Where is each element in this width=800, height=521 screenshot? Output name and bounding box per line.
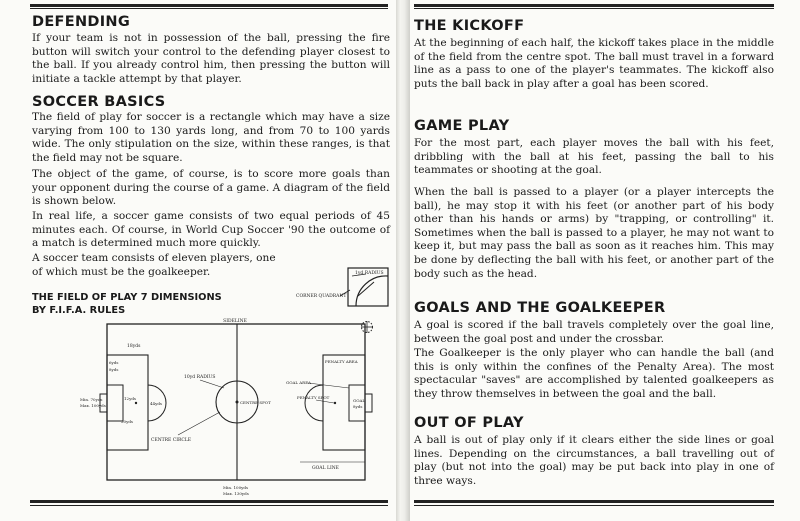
defending-body: If your team is not in possession of the… — [32, 32, 390, 85]
top-rule-right — [414, 4, 774, 7]
label-18yds: 18yds — [127, 343, 141, 349]
heading-game-play: GAME PLAY — [414, 118, 510, 134]
bottom-rule-right — [414, 500, 774, 503]
basics-p3: In real life, a soccer game consists of … — [32, 210, 390, 250]
top-rule — [30, 4, 388, 7]
outofplay-body: A ball is out of play only if it clears … — [414, 434, 774, 487]
left-goal — [99, 393, 108, 413]
label-corner-quadrant: CORNER QUADRANT — [296, 293, 346, 299]
heading-defending: DEFENDING — [32, 14, 131, 30]
field-diagram: 1yd RADIUS CORNER QUADRANT SIDELINE CENT… — [80, 267, 389, 496]
heading-goals-goalkeeper: GOALS AND THE GOALKEEPER — [414, 300, 666, 316]
top-rule-right-thin — [414, 8, 774, 9]
heading-out-of-play: OUT OF PLAY — [414, 415, 524, 431]
heading-kickoff: THE KICKOFF — [414, 18, 525, 34]
kickoff-body: At the beginning of each half, the kicko… — [414, 37, 774, 90]
right-goal — [364, 393, 373, 413]
label-sideline: SIDELINE — [223, 318, 247, 324]
label-6yds: 6yds — [109, 360, 118, 365]
label-8yds-left: 8yds — [109, 367, 118, 372]
label-centre-spot: CENTRE SPOT — [240, 400, 271, 405]
right-goal-area — [348, 384, 366, 422]
basics-p2: The object of the game, of course, is to… — [32, 168, 390, 208]
gameplay-p1: For the most part, each player moves the… — [414, 137, 774, 177]
figure-title-line2: BY F.I.F.A. RULES — [32, 305, 126, 316]
bottom-rule — [30, 500, 388, 503]
figure-title: THE FIELD OF PLAY 7 DIMENSIONS BY F.I.F.… — [32, 291, 222, 317]
gameplay-p2: When the ball is passed to a player (or … — [414, 186, 774, 280]
bottom-rule-thin — [30, 505, 388, 506]
label-penalty-spot: PENALTY SPOT — [297, 395, 330, 400]
left-goal-area — [106, 384, 124, 422]
label-44yds: 44yds — [150, 401, 162, 406]
basics-p1: The field of play for soccer is a rectan… — [32, 111, 390, 164]
label-10yd-radius: 10yd RADIUS — [184, 374, 215, 380]
label-min-width: Min. 70yds — [80, 397, 102, 402]
goals-p1: A goal is scored if the ball travels com… — [414, 319, 774, 345]
label-20yds: 20yds — [121, 419, 133, 424]
corner-quadrant-inset: 1yd RADIUS CORNER QUADRANT — [296, 267, 389, 307]
goals-p2: The Goalkeeper is the only player who ca… — [414, 347, 774, 400]
bottom-rule-right-thin — [414, 505, 774, 506]
label-penalty-area: PENALTY AREA — [325, 359, 358, 364]
label-12yds: 12yds — [124, 396, 136, 401]
label-goal-area: GOAL AREA — [286, 380, 311, 385]
basics-p4: A soccer team consists of eleven players… — [32, 252, 276, 278]
right-page: THE KICKOFF At the beginning of each hal… — [410, 0, 800, 521]
label-goal: GOAL — [353, 398, 365, 403]
label-max-length: Max. 130yds — [223, 491, 249, 496]
label-min-length: Min. 100yds — [223, 485, 248, 490]
heading-soccer-basics: SOCCER BASICS — [32, 94, 166, 110]
label-max-width: Max. 100yds — [80, 403, 106, 408]
top-rule-thin — [30, 8, 388, 9]
label-goal-line: GOAL LINE — [312, 465, 339, 471]
label-1yd-radius: 1yd RADIUS — [355, 270, 384, 276]
book-gutter — [396, 0, 410, 521]
figure-title-line1: THE FIELD OF PLAY 7 DIMENSIONS — [32, 292, 222, 303]
left-page: DEFENDING If your team is not in possess… — [0, 0, 396, 521]
centre-circle — [215, 380, 259, 424]
label-centre-circle: CENTRE CIRCLE — [151, 437, 191, 443]
label-goal-width: 8yds — [353, 404, 362, 409]
